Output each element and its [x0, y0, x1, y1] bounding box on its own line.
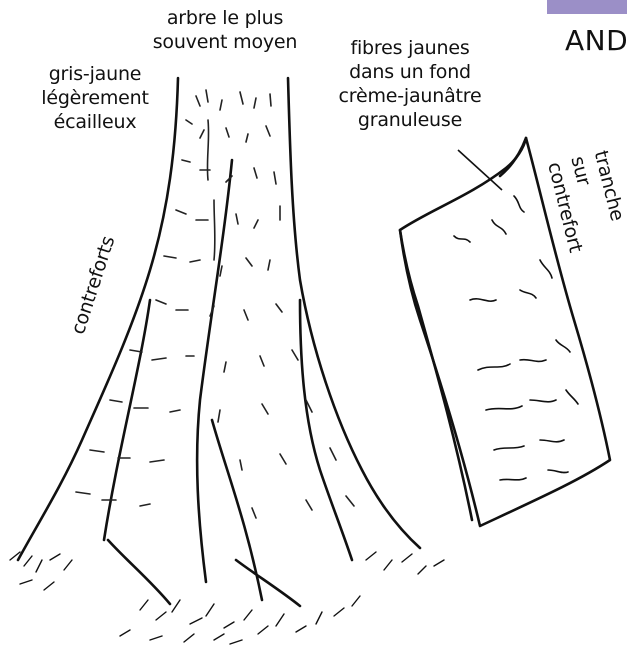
- label-fibres-line-2: dans un fond: [320, 60, 500, 84]
- label-bark-color-line-1: gris-jaune: [20, 62, 170, 86]
- buttress-line-6: [236, 560, 300, 606]
- label-bark-color-line-2: légèrement: [20, 86, 170, 110]
- label-tree-size-line-2: souvent moyen: [140, 30, 310, 54]
- label-bark-color-line-3: écailleux: [20, 110, 170, 134]
- buttress-line-5: [108, 540, 170, 604]
- label-bark-color: gris-jaune légèrement écailleux: [20, 62, 170, 134]
- label-tree-size-line-1: arbre le plus: [140, 6, 310, 30]
- label-fibres: fibres jaunes dans un fond crème-jaunâtr…: [320, 36, 500, 132]
- slice-cut-face: [400, 230, 472, 520]
- label-tree-size: arbre le plus souvent moyen: [140, 6, 310, 54]
- label-fibres-line-4: granuleuse: [320, 108, 500, 132]
- trunk-left-edge: [18, 78, 178, 560]
- label-fibres-line-3: crème-jaunâtre: [320, 84, 500, 108]
- label-fibres-line-1: fibres jaunes: [320, 36, 500, 60]
- trunk-right-edge: [288, 78, 420, 548]
